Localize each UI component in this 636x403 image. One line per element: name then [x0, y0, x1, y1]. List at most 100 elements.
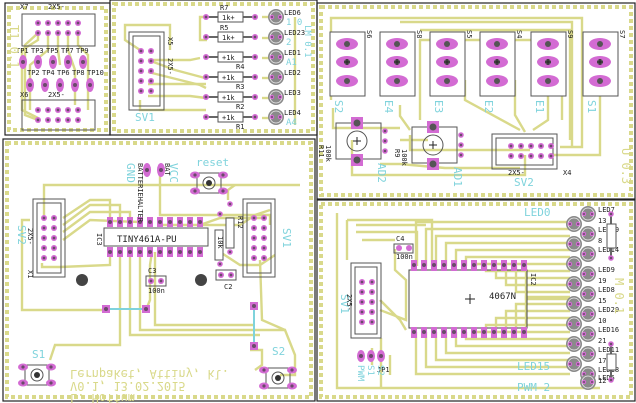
switch-body	[24, 364, 50, 386]
pot-knob	[422, 134, 444, 156]
mux-led-pin: 21	[598, 337, 606, 345]
pad-hole	[344, 41, 350, 47]
pad-hole	[56, 31, 60, 35]
pad-hole	[509, 144, 513, 148]
pad-hole	[583, 381, 585, 383]
pad-hole	[253, 75, 257, 79]
pad-hole	[36, 60, 40, 64]
pad-hole	[360, 280, 364, 284]
pad-hole	[577, 343, 579, 345]
pad-hole	[591, 213, 593, 215]
r12-body	[225, 217, 235, 249]
pad-hole	[46, 118, 50, 122]
pad-hole	[36, 31, 40, 35]
pad-hole	[577, 283, 579, 285]
credits-mirrored: L. Hoffum V0.1, 13.02.2015 Lernpaket, At…	[70, 367, 229, 403]
pad-hole	[432, 330, 436, 334]
pad-hole	[452, 263, 456, 267]
ic3-body	[103, 227, 209, 247]
pad-hole	[252, 226, 256, 230]
pad-hole	[583, 293, 585, 295]
pad-hole	[412, 263, 416, 267]
x6-label: X6	[20, 91, 28, 99]
pad-hole	[519, 144, 523, 148]
pad-hole	[118, 220, 122, 224]
pad-hole	[569, 303, 571, 305]
sv1-value: 2X5-	[166, 58, 174, 75]
pad-hole	[149, 279, 153, 283]
pad-hole	[138, 220, 142, 224]
mux-trace	[347, 218, 434, 266]
testpoint-label: TP10	[87, 69, 104, 77]
frame-switches	[316, 2, 636, 200]
pad-hole	[360, 320, 364, 324]
pad-hole	[271, 36, 273, 38]
ic2-name: IC2	[529, 273, 537, 286]
pad-hole	[459, 133, 463, 137]
pad-hole	[577, 363, 579, 365]
x1-name-label: SV2	[15, 225, 28, 245]
pad-hole	[569, 283, 571, 285]
pwm-label: PWM 2	[517, 381, 550, 394]
pad-hole	[49, 381, 53, 385]
switch-name: S9	[566, 30, 574, 38]
switch-label: S2	[332, 100, 345, 113]
resistor-name: R3	[236, 83, 244, 91]
pad-hole	[591, 293, 593, 295]
pad-hole	[529, 154, 533, 158]
pad-hole	[139, 59, 143, 63]
switch-body	[196, 172, 222, 194]
resistor-name: R4	[236, 63, 244, 71]
led-side-label: A1	[286, 58, 297, 68]
jp1-jumper[interactable]	[357, 350, 385, 362]
switch-actuator	[271, 371, 285, 385]
reset-switch[interactable]	[190, 171, 228, 195]
pad-hole	[279, 56, 281, 58]
button-s1[interactable]	[18, 363, 56, 387]
sv1-label: SV1	[135, 111, 155, 124]
pad-hole	[81, 60, 85, 64]
led-label: LED2	[284, 69, 301, 77]
x1-value: 2X5-	[26, 228, 34, 245]
mux-trace	[379, 299, 408, 331]
pad-hole	[204, 15, 208, 19]
mux-trace	[444, 241, 570, 266]
resistor-value: +1k	[222, 114, 235, 122]
pad-hole	[522, 330, 526, 334]
x7-pads	[35, 20, 81, 36]
pad-hole	[52, 226, 56, 230]
led0-label: LED0	[524, 206, 551, 219]
x2-pads	[251, 215, 267, 261]
pad-hole	[545, 41, 551, 47]
pad-hole	[394, 78, 400, 84]
mux-led-pin: 8	[598, 237, 602, 245]
pad-hole	[591, 253, 593, 255]
jp1-name: JP1	[377, 366, 390, 374]
pad-hole	[432, 263, 436, 267]
pad-hole	[158, 220, 162, 224]
pad-hole	[139, 79, 143, 83]
mux-traces	[335, 213, 600, 390]
x3-outline	[350, 262, 382, 339]
x1-pads	[41, 215, 57, 261]
pad-hole	[609, 256, 613, 260]
sv1-inner	[132, 35, 161, 107]
switch-body	[265, 367, 291, 389]
pad-hole	[492, 330, 496, 334]
ic3-name: IC3	[95, 233, 103, 246]
pad-hole	[271, 56, 273, 58]
button-s2[interactable]	[259, 366, 297, 390]
s2-label: S2	[272, 345, 285, 358]
x3-name-label: SV1	[338, 294, 351, 314]
led-label: LED1	[284, 49, 301, 57]
pad-hole	[577, 223, 579, 225]
pad-hole	[46, 21, 50, 25]
led-label: LED6	[284, 9, 301, 17]
pad-hole	[370, 320, 374, 324]
pad-hole	[290, 384, 294, 388]
mux-led-pin: 15	[598, 297, 606, 305]
pad-hole	[36, 108, 40, 112]
pad-hole	[569, 363, 571, 365]
